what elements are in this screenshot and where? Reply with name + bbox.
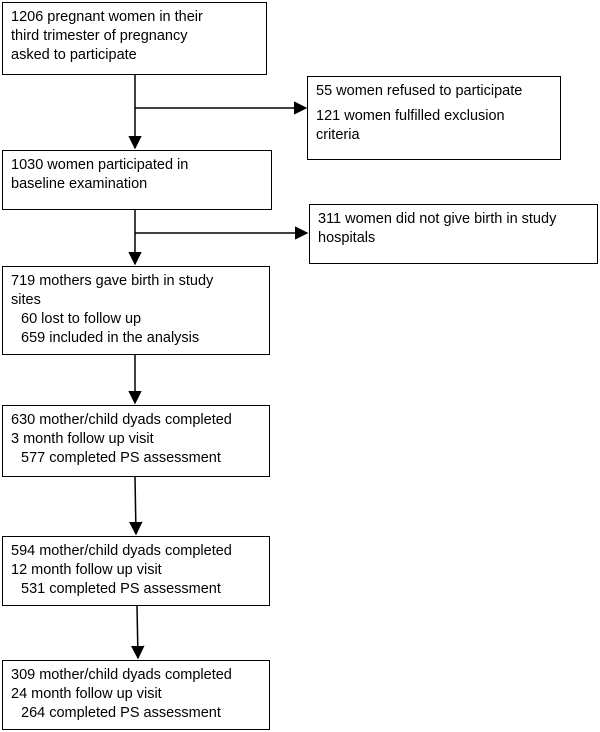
box-3-month-line-2: 3 month follow up visit xyxy=(11,431,154,447)
box-enrolled-line-3: asked to participate xyxy=(11,47,137,63)
box-3-month: 630 mother/child dyads completed 3 month… xyxy=(2,405,270,477)
box-excluded-refused: 55 women refused to participate xyxy=(316,83,523,99)
box-3-month-sub-1: 577 completed PS assessment xyxy=(21,450,221,466)
box-24-month: 309 mother/child dyads completed 24 mont… xyxy=(2,660,270,730)
box-enrolled: 1206 pregnant women in their third trime… xyxy=(2,2,267,75)
arrow-12month-to-24month xyxy=(131,605,145,660)
box-not-birth-line-1: 311 women did not give birth in study xyxy=(318,211,557,227)
box-birth-sub-1: 60 lost to follow up xyxy=(21,311,142,327)
box-24-month-line-2: 24 month follow up visit xyxy=(11,686,162,702)
box-excluded: 55 women refused to participate 121 wome… xyxy=(307,76,561,160)
box-12-month-line-2: 12 month follow up visit xyxy=(11,562,162,578)
box-excluded-criteria-line-1: 121 women fulfilled exclusion xyxy=(316,108,505,124)
box-enrolled-line-1: 1206 pregnant women in their xyxy=(11,9,203,25)
box-12-month-sub-1: 531 completed PS assessment xyxy=(21,581,221,597)
box-birth-line-2: sites xyxy=(11,292,41,308)
box-birth: 719 mothers gave birth in study sites 60… xyxy=(2,266,270,355)
box-not-birth: 311 women did not give birth in study ho… xyxy=(309,204,598,264)
box-baseline-line-2: baseline examination xyxy=(11,176,148,192)
box-baseline: 1030 women participated in baseline exam… xyxy=(2,150,272,210)
box-enrolled-line-2: third trimester of pregnancy xyxy=(11,28,188,44)
box-12-month-line-1: 594 mother/child dyads completed xyxy=(11,543,232,559)
box-24-month-line-1: 309 mother/child dyads completed xyxy=(11,667,232,683)
box-excluded-criteria-line-2: criteria xyxy=(316,127,360,143)
box-12-month: 594 mother/child dyads completed 12 mont… xyxy=(2,536,270,606)
box-baseline-line-1: 1030 women participated in xyxy=(11,157,189,173)
box-3-month-line-1: 630 mother/child dyads completed xyxy=(11,412,232,428)
box-birth-line-1: 719 mothers gave birth in study xyxy=(11,273,214,289)
box-birth-sub-2: 659 included in the analysis xyxy=(21,330,200,346)
box-not-birth-line-2: hospitals xyxy=(318,230,376,246)
arrow-3month-to-12month xyxy=(129,476,143,536)
box-24-month-sub-1: 264 completed PS assessment xyxy=(21,705,221,721)
